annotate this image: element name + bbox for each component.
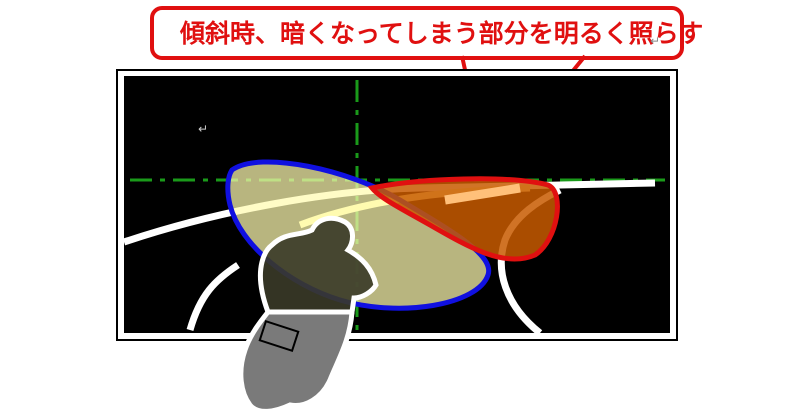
motorcycle-rider-icon [238, 215, 379, 414]
cornering-beam-area [367, 176, 560, 262]
scene-return-mark: ↵ [198, 122, 208, 136]
rider-tank-outline [258, 319, 300, 353]
road-scene: ↵ [116, 69, 678, 414]
callout-box [150, 6, 684, 60]
rider-upper-body [257, 215, 379, 315]
cornering-beam-highlight [444, 183, 521, 205]
rider-lower-body [238, 309, 355, 414]
road-edge-inner [186, 262, 240, 331]
callout: 傾斜時、暗くなってしまう部分を明るく照らす ↵ [150, 6, 703, 60]
callout-text: 傾斜時、暗くなってしまう部分を明るく照らす [179, 19, 703, 48]
callout-return-mark: ↵ [650, 34, 660, 48]
